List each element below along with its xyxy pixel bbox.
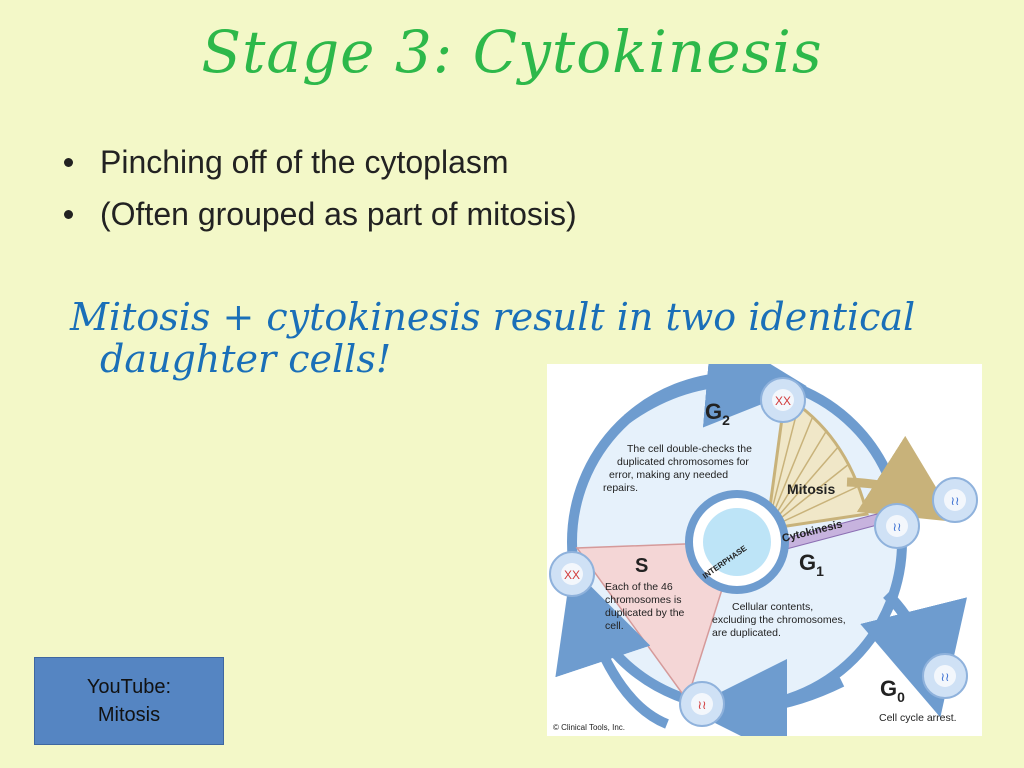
bullet-item: Pinching off of the cytoplasm [58, 140, 577, 192]
cell-icon-bottom: ≀≀ [679, 681, 725, 727]
youtube-mitosis-link[interactable]: YouTube: Mitosis [34, 657, 224, 745]
bullet-text: Pinching off of the cytoplasm [100, 144, 509, 180]
g1-label: G1 [799, 550, 824, 579]
cell-icon-mitosis-out: ≀≀ [932, 477, 978, 523]
cell-cycle-diagram: XX XX ≀≀ ≀≀ ≀≀ ≀≀ G2 The [547, 364, 982, 736]
s-description: Each of the 46 chromosomes is duplicated… [605, 581, 687, 632]
svg-text:≀≀: ≀≀ [941, 670, 950, 684]
callout-line-2: daughter cells! [100, 337, 392, 381]
bullet-item: (Often grouped as part of mitosis) [58, 192, 577, 244]
cycle-arrow-top [624, 364, 807, 428]
cell-icon-g2: XX [760, 377, 806, 423]
cycle-arrow-bottom [687, 658, 845, 736]
cell-icon-g1: ≀≀ [874, 503, 920, 549]
bullet-text: (Often grouped as part of mitosis) [100, 196, 577, 232]
link-line-2: Mitosis [97, 704, 161, 726]
cell-icon-g0: ≀≀ [922, 653, 968, 699]
bullet-dot [64, 210, 73, 219]
bullet-list: Pinching off of the cytoplasm (Often gro… [58, 140, 577, 244]
link-line-1: YouTube: [86, 676, 172, 698]
g0-description: Cell cycle arrest. [879, 712, 957, 724]
mitosis-arrow [846, 435, 957, 523]
callout-text: Mitosis + cytokinesis result in two iden… [70, 296, 970, 380]
cell-cycle-svg: XX XX ≀≀ ≀≀ ≀≀ ≀≀ G2 The [549, 364, 978, 736]
s-label: S [635, 555, 648, 577]
svg-text:XX: XX [564, 568, 580, 582]
interphase-core [703, 508, 771, 576]
bullet-dot [64, 158, 73, 167]
g0-arrow [860, 590, 968, 718]
svg-text:XX: XX [775, 394, 791, 408]
g2-label: G2 [705, 399, 730, 428]
g1-description: Cellular contents, excluding the chromos… [712, 601, 849, 639]
svg-text:≀≀: ≀≀ [951, 494, 960, 508]
svg-text:≀≀: ≀≀ [698, 698, 707, 712]
slide-title: Stage 3: Cytokinesis [201, 18, 823, 86]
credit-text: © Clinical Tools, Inc. [553, 723, 625, 732]
cycle-arrow-left [555, 566, 669, 729]
g0-label: G0 [880, 676, 905, 705]
g2-description: The cell double-checks the duplicated ch… [603, 443, 755, 494]
mitosis-label: Mitosis [787, 481, 835, 497]
cell-icon-s: XX [549, 551, 595, 597]
svg-text:≀≀: ≀≀ [893, 520, 902, 534]
callout-line-1: Mitosis + cytokinesis result in two iden… [70, 295, 916, 339]
